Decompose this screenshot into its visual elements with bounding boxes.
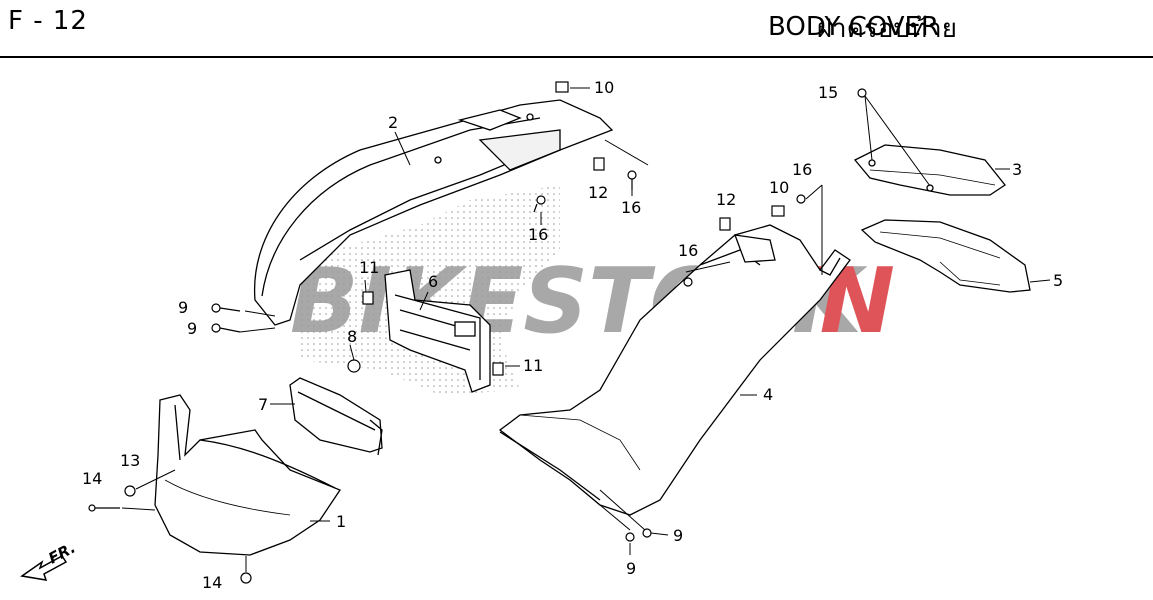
callout-14b: 14 (202, 573, 222, 592)
screw-15 (857, 88, 867, 98)
diagram-title-thai: ฝาครอบท้าย (816, 14, 957, 44)
callout-5: 5 (1053, 271, 1063, 290)
diagram-code: F - 12 (8, 6, 88, 36)
callout-9a: 9 (178, 298, 188, 317)
callout-9d: 9 (626, 559, 636, 578)
part-2-rear-upper-cover (253, 99, 614, 326)
clip-11a (362, 291, 374, 305)
screw-16d (683, 277, 693, 287)
screw-16c (796, 194, 806, 204)
callout-3: 3 (1012, 160, 1022, 179)
callout-16d: 16 (678, 241, 698, 260)
callouts: 1 2 3 4 5 6 7 8 9 9 9 9 10 10 11 11 12 1… (82, 78, 1063, 592)
callout-16c: 16 (792, 160, 812, 179)
screw-16b (533, 195, 546, 213)
screw-9c (642, 528, 652, 538)
part-1-front-cover (154, 394, 341, 556)
callout-7: 7 (258, 395, 268, 414)
clip-12b (719, 217, 731, 231)
fasteners (88, 81, 867, 584)
bolt-8 (347, 359, 361, 373)
bolt-13 (124, 485, 136, 497)
screw-14a (88, 504, 120, 512)
diagram-title-en-text: BODY COVER (768, 12, 939, 42)
callout-6: 6 (428, 272, 438, 291)
header-rule (0, 56, 1153, 58)
nut-10a (555, 81, 569, 93)
screw-9d (625, 532, 635, 542)
part-7-small-cover (289, 377, 383, 456)
callout-15: 15 (818, 83, 838, 102)
dotted-region (300, 185, 560, 395)
callout-12b: 12 (716, 190, 736, 209)
leader-lines (121, 87, 1051, 572)
clip-12a (593, 157, 605, 171)
callout-11a: 11 (359, 258, 379, 277)
screw-9b (211, 323, 241, 333)
callout-2: 2 (388, 113, 398, 132)
front-direction-arrow: FR. (20, 539, 78, 581)
callout-10a: 10 (594, 78, 614, 97)
part-4-side-cover (498, 224, 851, 516)
callout-1: 1 (336, 512, 346, 531)
callout-4: 4 (763, 385, 773, 404)
callout-9b: 9 (187, 319, 197, 338)
callout-16b: 16 (528, 225, 548, 244)
callout-13: 13 (120, 451, 140, 470)
screw-9a (211, 303, 241, 313)
callout-16a: 16 (621, 198, 641, 217)
callout-12a: 12 (588, 183, 608, 202)
callout-14a: 14 (82, 469, 102, 488)
callout-11b: 11 (523, 356, 543, 375)
callout-9c: 9 (673, 526, 683, 545)
screw-14b (240, 572, 252, 584)
part-3-rear-piece (853, 144, 1006, 196)
clip-11b (492, 362, 504, 376)
arrow-icon (20, 555, 68, 581)
nut-10b (771, 205, 785, 217)
screw-16a (627, 170, 637, 190)
part-5-rear-bracket (860, 219, 1031, 293)
callout-10b: 10 (769, 178, 789, 197)
callout-8: 8 (347, 327, 357, 346)
